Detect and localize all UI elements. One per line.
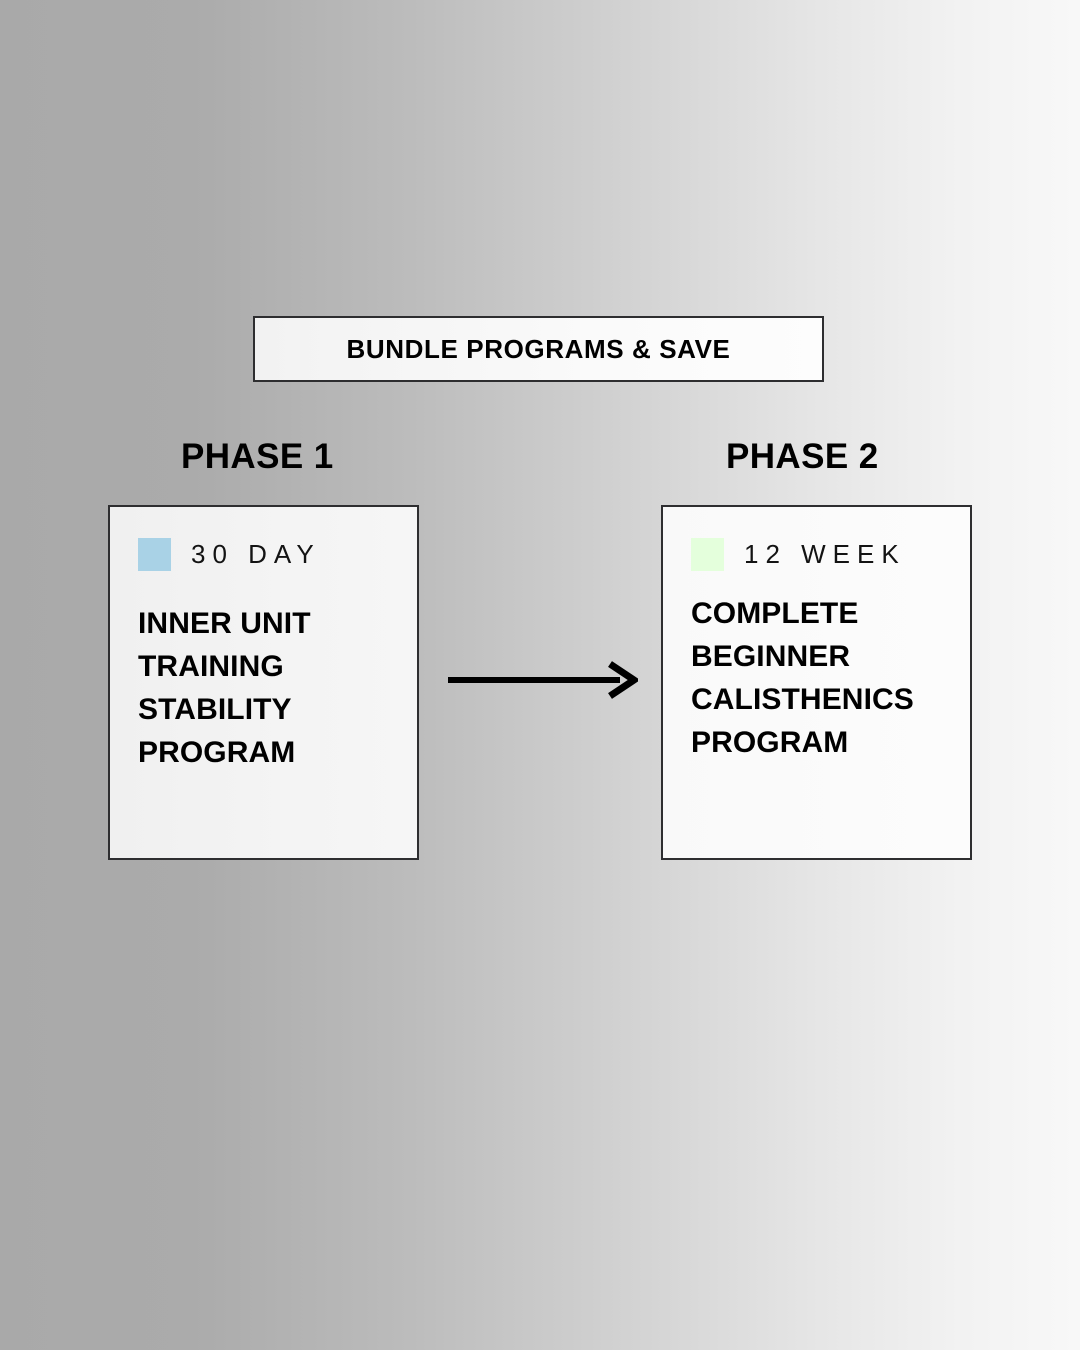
bundle-offer-label: BUNDLE PROGRAMS & SAVE bbox=[346, 333, 731, 364]
program-title: COMPLETE BEGINNER CALISTHENICS PROGRAM bbox=[691, 597, 914, 759]
duration-swatch-icon bbox=[691, 537, 724, 571]
duration-label: 30 DAY bbox=[191, 538, 321, 569]
program-title: INNER UNIT TRAINING STABILITY PROGRAM bbox=[138, 607, 311, 769]
duration-row: 12 WEEK bbox=[691, 537, 942, 571]
phase-1-label: PHASE 1 bbox=[181, 437, 334, 476]
duration-swatch-icon bbox=[138, 537, 171, 571]
duration-row: 30 DAY bbox=[138, 537, 389, 571]
phase-2-label: PHASE 2 bbox=[726, 437, 879, 476]
bundle-offer-badge[interactable]: BUNDLE PROGRAMS & SAVE bbox=[253, 316, 824, 382]
program-card-phase-1[interactable]: 30 DAY INNER UNIT TRAINING STABILITY PRO… bbox=[108, 505, 419, 860]
program-card-phase-2[interactable]: 12 WEEK COMPLETE BEGINNER CALISTHENICS P… bbox=[661, 505, 972, 860]
arrow-right-icon bbox=[448, 655, 641, 705]
duration-label: 12 WEEK bbox=[744, 538, 906, 569]
